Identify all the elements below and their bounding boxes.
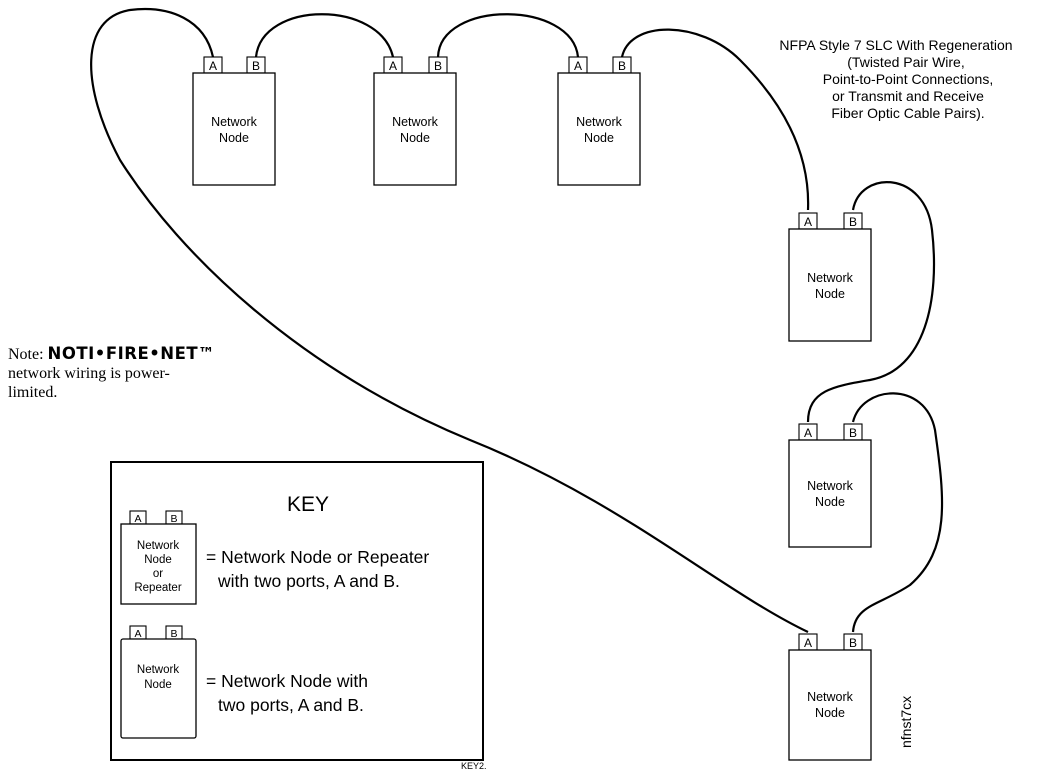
node-body — [192, 72, 276, 186]
annotation-line1: NFPA Style 7 SLC With Regeneration — [779, 37, 1012, 53]
key-item-node-or-repeater: A B Network Node or Repeater = Network N… — [120, 510, 429, 605]
key-node-box — [120, 638, 197, 739]
annotation-line4: or Transmit and Receive — [832, 88, 984, 104]
wire-node4-node5 — [806, 181, 936, 423]
node-label-line1: Network — [807, 479, 854, 493]
key-box-line1: Network — [137, 540, 179, 552]
port-a-label: A — [804, 426, 812, 440]
note-line3: limited. — [8, 384, 58, 401]
port-b-label: B — [170, 628, 177, 640]
port-a-label: A — [389, 59, 397, 73]
wire-node5-node6 — [851, 392, 944, 633]
key-box-line1: Network — [137, 664, 179, 676]
wires — [90, 8, 944, 633]
key-item2-desc-line1: = Network Node with — [206, 671, 368, 691]
note-line2: network wiring is power- — [8, 365, 170, 382]
key-box-line2: Node — [144, 554, 172, 566]
port-b-label: B — [252, 59, 260, 73]
port-a-label: A — [574, 59, 582, 73]
figure-code: nfnst7cx — [898, 696, 914, 748]
port-a-label: A — [804, 636, 812, 650]
node-label-line2: Node — [219, 131, 249, 145]
key-item1-desc-line1: = Network Node or Repeater — [206, 547, 429, 567]
node-body — [788, 439, 872, 548]
port-b-label: B — [849, 426, 857, 440]
network-node-1: A B Network Node — [192, 56, 276, 186]
network-node-4: A B Network Node — [788, 212, 872, 342]
port-b-label: B — [170, 513, 177, 525]
node-label-line1: Network — [807, 690, 854, 704]
node-label-line2: Node — [584, 131, 614, 145]
note-line1: Note: NOTI•FIRE•NET™ — [8, 344, 268, 364]
port-a-label: A — [134, 628, 141, 640]
key-node-repeater-box — [120, 523, 197, 605]
node-label-line2: Node — [815, 495, 845, 509]
key-legend: KEY A B Network Node or Repeater = Netwo… — [110, 461, 484, 761]
annotation-line2: (Twisted Pair Wire, — [847, 54, 964, 70]
node-label-line2: Node — [815, 287, 845, 301]
network-node-6: A B Network Node — [788, 633, 872, 761]
key-code: KEY2. — [461, 761, 487, 770]
wire-node3-node4 — [620, 28, 810, 211]
key-box-line2: Node — [144, 679, 172, 691]
network-node-3: A B Network Node — [557, 56, 641, 186]
wire-node2-node3 — [436, 13, 580, 58]
port-b-label: B — [434, 59, 442, 73]
node-label-line1: Network — [807, 271, 854, 285]
key-item1-desc-line2: with two ports, A and B. — [217, 571, 400, 591]
note-prefix: Note: — [8, 346, 48, 363]
port-b-label: B — [849, 215, 857, 229]
annotation-line5: Fiber Optic Cable Pairs). — [831, 105, 984, 121]
wire-loop-back — [90, 8, 809, 633]
port-a-label: A — [134, 513, 141, 525]
node-body — [373, 72, 457, 186]
port-a-label: A — [804, 215, 812, 229]
key-title: KEY — [287, 493, 329, 516]
key-item2-desc-line2: two ports, A and B. — [218, 695, 364, 715]
annotation-line3: Point-to-Point Connections, — [823, 71, 993, 87]
network-node-2: A B Network Node — [373, 56, 457, 186]
key-box-line3: or — [153, 568, 163, 580]
port-b-label: B — [618, 59, 626, 73]
node-body — [788, 228, 872, 342]
node-label-line2: Node — [815, 706, 845, 720]
port-a-label: A — [209, 59, 217, 73]
node-label-line2: Node — [400, 131, 430, 145]
network-node-5: A B Network Node — [788, 423, 872, 548]
style7-annotation: NFPA Style 7 SLC With Regeneration (Twis… — [779, 37, 1012, 121]
key-item-node: A B Network Node = Network Node with two… — [120, 625, 368, 739]
power-limited-note: Note: NOTI•FIRE•NET™ network wiring is p… — [8, 344, 268, 402]
node-label-line1: Network — [392, 115, 439, 129]
key-box-line4: Repeater — [134, 582, 181, 594]
port-b-label: B — [849, 636, 857, 650]
wire-node1-node2 — [254, 13, 395, 58]
node-body — [557, 72, 641, 186]
brand-name: NOTI•FIRE•NET™ — [47, 344, 216, 363]
node-body — [788, 649, 872, 761]
node-label-line1: Network — [211, 115, 258, 129]
node-label-line1: Network — [576, 115, 623, 129]
